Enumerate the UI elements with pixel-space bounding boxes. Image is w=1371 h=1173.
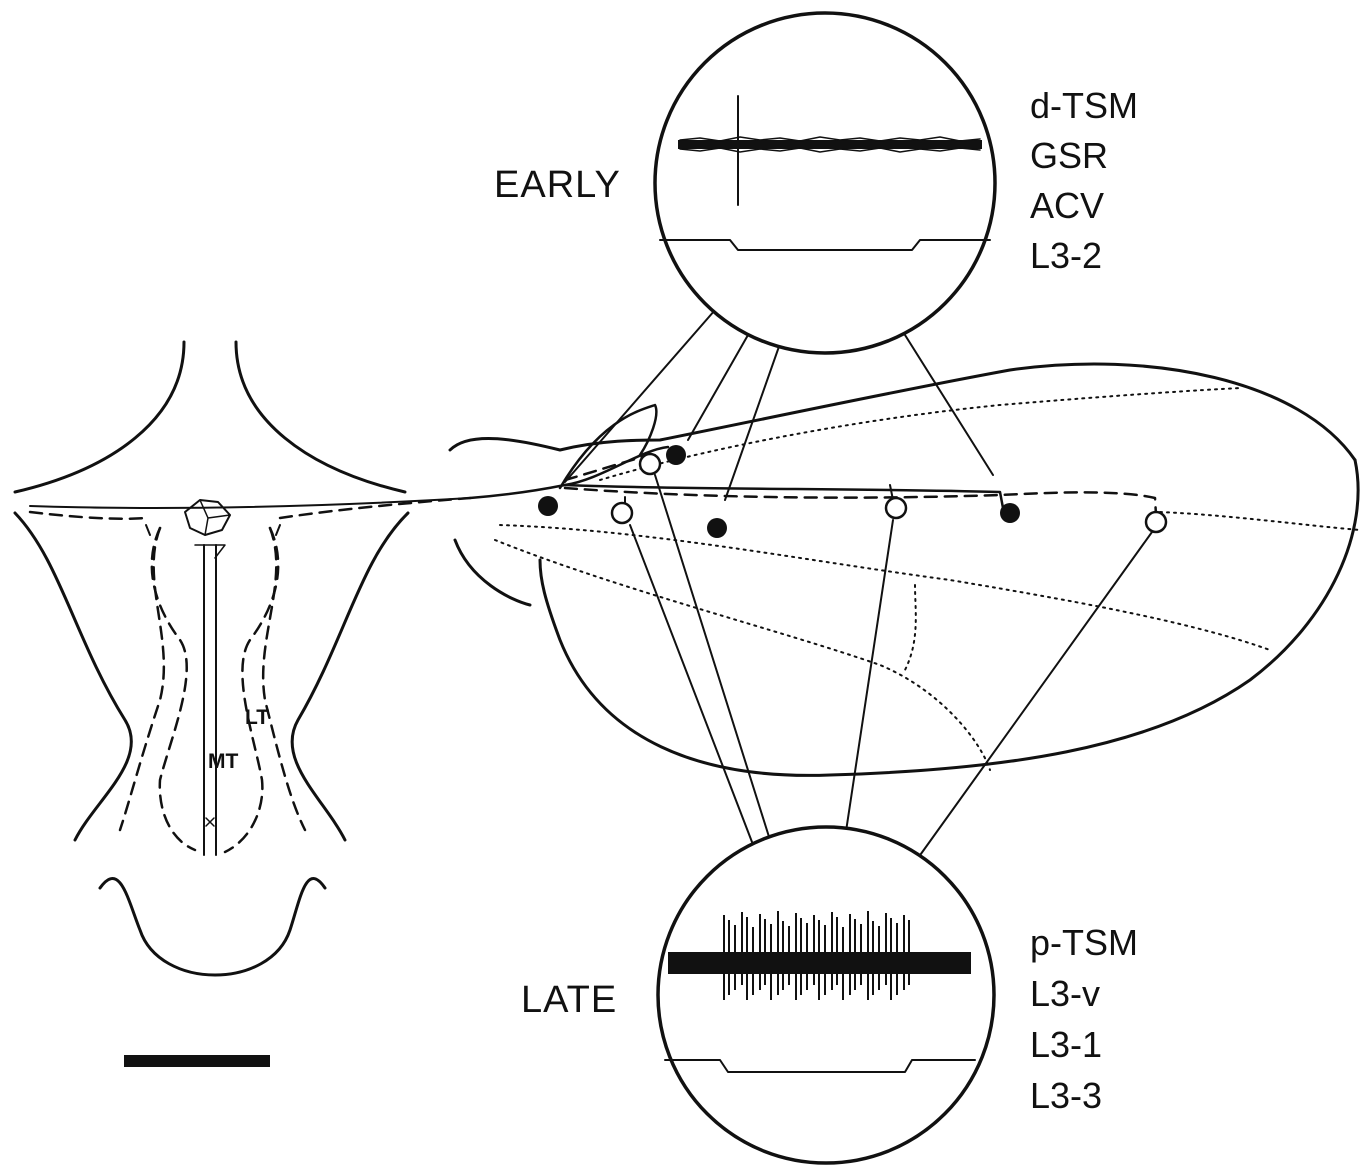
scale-bar xyxy=(124,1055,270,1067)
vein-2 xyxy=(1160,512,1360,530)
sensillum-early-1 xyxy=(538,496,558,516)
lateral-tract-right xyxy=(225,528,278,852)
early-trace-baseline xyxy=(678,140,982,149)
sensillum-early-2 xyxy=(666,445,686,465)
lateral-tract-left-outer xyxy=(120,528,164,830)
sensillum-late-2 xyxy=(612,503,632,523)
early-recording-circle xyxy=(655,13,995,353)
lateral-tract-right-outer xyxy=(263,528,305,830)
sensillum-early-3 xyxy=(707,518,727,538)
ganglion-outline-lower xyxy=(100,879,325,975)
thoracic-ganglion: LT MT xyxy=(15,342,470,975)
wing-trailing-edge xyxy=(540,460,1358,775)
early-label: EARLY xyxy=(494,164,621,206)
wing-alula xyxy=(455,540,530,605)
sensillum-early-4 xyxy=(1000,503,1020,523)
late-panel: LATE p-TSM L3-v L3-1 L3-3 xyxy=(521,827,1138,1163)
vein-4 xyxy=(495,540,990,770)
sensillum-late-3 xyxy=(886,498,906,518)
early-sensillum-1: d-TSM xyxy=(1030,85,1138,126)
late-label: LATE xyxy=(521,979,617,1021)
early-sensillum-4: L3-2 xyxy=(1030,235,1102,276)
wing-leading-edge xyxy=(450,364,1355,460)
ganglion-outline-upper-right xyxy=(236,342,405,492)
vein-3 xyxy=(500,525,1270,650)
nerve-left-branch xyxy=(30,512,145,519)
ganglion-outline-right xyxy=(292,513,408,840)
late-sensillum-1: p-TSM xyxy=(1030,922,1138,963)
cross-vein xyxy=(905,585,916,670)
wing-nerve-radial-dashed xyxy=(565,488,1156,515)
early-sensillum-2: GSR xyxy=(1030,135,1108,176)
lateral-tract-label: LT xyxy=(245,706,269,729)
sensillum-late-1 xyxy=(640,454,660,474)
wing xyxy=(450,364,1360,775)
early-panel: EARLY d-TSM GSR ACV L3-2 xyxy=(494,13,1138,353)
late-sensillum-4: L3-3 xyxy=(1030,1075,1102,1116)
late-sensillum-2: L3-v xyxy=(1030,973,1100,1014)
ganglion-outline-upper-left xyxy=(15,342,184,492)
medial-tract-label: MT xyxy=(208,750,238,773)
ganglion-outline-left xyxy=(15,513,131,840)
nerve-right-branch xyxy=(280,498,470,518)
sensillum-late-4 xyxy=(1146,512,1166,532)
early-sensillum-3: ACV xyxy=(1030,185,1104,226)
late-sensillum-3: L3-1 xyxy=(1030,1024,1102,1065)
lateral-tract-left xyxy=(152,528,195,850)
